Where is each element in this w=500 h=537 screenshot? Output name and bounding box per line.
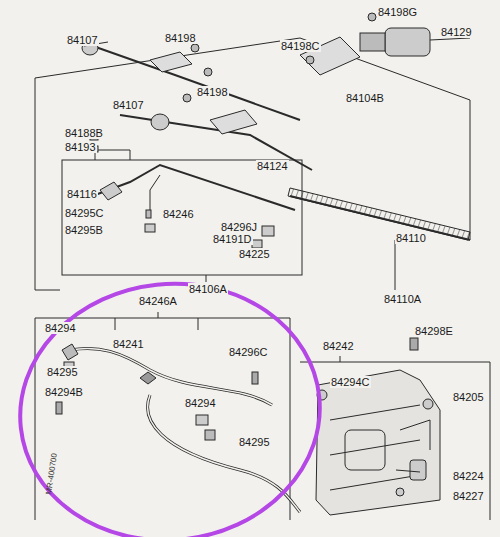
callout-number: 84294B — [44, 386, 84, 398]
callout-number: 84295 — [46, 366, 79, 378]
callout-number: 84295C — [64, 207, 105, 219]
callout-number: 84246 — [162, 208, 195, 220]
callout-number: 84110A — [383, 293, 422, 305]
callout-number: 84110 — [395, 232, 427, 244]
callout-number: 84225 — [238, 248, 271, 260]
callout-number: 84198 — [164, 32, 197, 44]
callout-number: 84104B — [345, 92, 385, 104]
callout-number: 84227 — [452, 490, 485, 502]
callout-number: 84296C — [228, 346, 269, 358]
callout-number: 84188B — [64, 127, 104, 139]
callout-number: 84224 — [452, 470, 485, 482]
callout-number: 84191D — [212, 233, 253, 245]
callout-number: 84241 — [112, 338, 145, 350]
callout-number: 84298E — [414, 325, 454, 337]
handwritten-note: MR-400700 — [44, 452, 59, 497]
callout-number: 84294C — [330, 376, 371, 388]
callout-number: 84294 — [44, 322, 77, 334]
callout-number: 84294 — [184, 397, 217, 409]
callout-number: 84107 — [112, 99, 145, 111]
callout-number: 84246A — [138, 295, 178, 307]
callout-number: 84198 — [196, 86, 229, 98]
callout-number: 84295B — [64, 224, 104, 236]
callout-number: 84116 — [66, 188, 98, 200]
callout-number: 84106A — [188, 283, 228, 295]
callout-number: 84129 — [440, 26, 473, 38]
callout-number: 84205 — [452, 391, 485, 403]
callout-number: 84242 — [322, 340, 355, 352]
callout-number: 84198C — [280, 40, 321, 52]
callout-number: 84124 — [256, 160, 289, 172]
callout-number: 84295 — [238, 436, 271, 448]
callout-number: 84107 — [66, 34, 99, 46]
callout-number: 84198G — [377, 6, 418, 18]
callout-number: 84193 — [64, 141, 97, 153]
callout-number: 84296J — [220, 221, 258, 233]
